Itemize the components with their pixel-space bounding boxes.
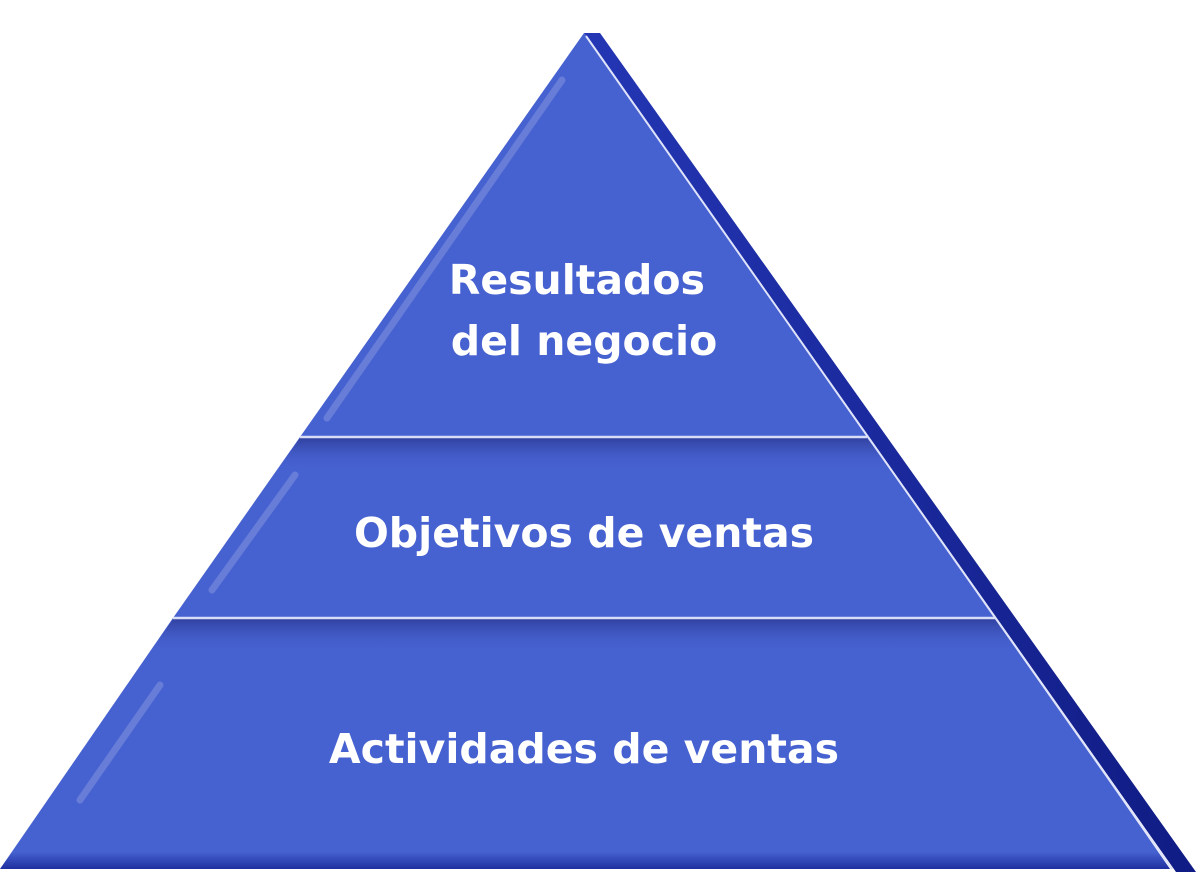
tier-top-label-line-2: del negocio [451, 317, 718, 365]
gloss-streak-top [323, 76, 566, 422]
tier-middle-label: Objetivos de ventas [354, 509, 814, 557]
tier-top-label: Resultados del negocio [449, 256, 720, 365]
bottom-band-shadow [150, 619, 1020, 652]
tier-top-label-line-1: Resultados [449, 256, 705, 304]
tier-bottom-label: Actividades de ventas [329, 725, 839, 773]
tier-top-face [300, 33, 867, 437]
gloss-streak-middle [208, 471, 299, 594]
middle-band-shadow [277, 438, 890, 470]
tier-bottom-face [0, 618, 1170, 869]
gloss-streak-bottom [76, 681, 164, 804]
pyramid-edge-highlight [585, 35, 1173, 870]
base-shade [0, 852, 1170, 869]
pyramid-side-face [584, 33, 1196, 872]
tier-middle-face [173, 437, 996, 618]
tier-bottom-label-line-1: Actividades de ventas [329, 725, 839, 773]
tier-middle-label-line-1: Objetivos de ventas [354, 509, 814, 557]
